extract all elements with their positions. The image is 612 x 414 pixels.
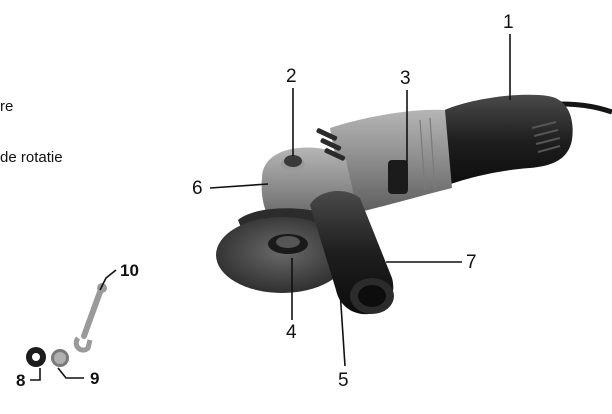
callout-10: 10 xyxy=(120,261,139,280)
callout-3: 3 xyxy=(400,68,411,89)
callout-8: 8 xyxy=(16,371,25,390)
power-cord xyxy=(559,101,612,115)
callout-6: 6 xyxy=(192,178,203,199)
callout-1: 1 xyxy=(503,12,514,33)
callout-5: 5 xyxy=(338,370,349,391)
cut-off-text-line-1: re xyxy=(0,98,14,115)
cut-off-text-line-2: de rotatie xyxy=(0,149,63,166)
callout-2: 2 xyxy=(286,66,297,87)
callout-9: 9 xyxy=(90,369,99,388)
callout-leaders xyxy=(30,34,511,381)
side-handle-icon xyxy=(310,190,394,315)
spanner-icon xyxy=(73,283,107,353)
callout-4: 4 xyxy=(286,322,297,343)
callout-7: 7 xyxy=(466,252,477,273)
rear-handle-icon xyxy=(440,94,573,188)
spindle-lock-button-icon xyxy=(281,155,305,171)
grinding-disc-icon xyxy=(216,217,348,293)
power-switch-icon xyxy=(388,160,408,194)
outer-flange-icon xyxy=(51,349,69,367)
inner-flange-icon xyxy=(26,347,46,367)
